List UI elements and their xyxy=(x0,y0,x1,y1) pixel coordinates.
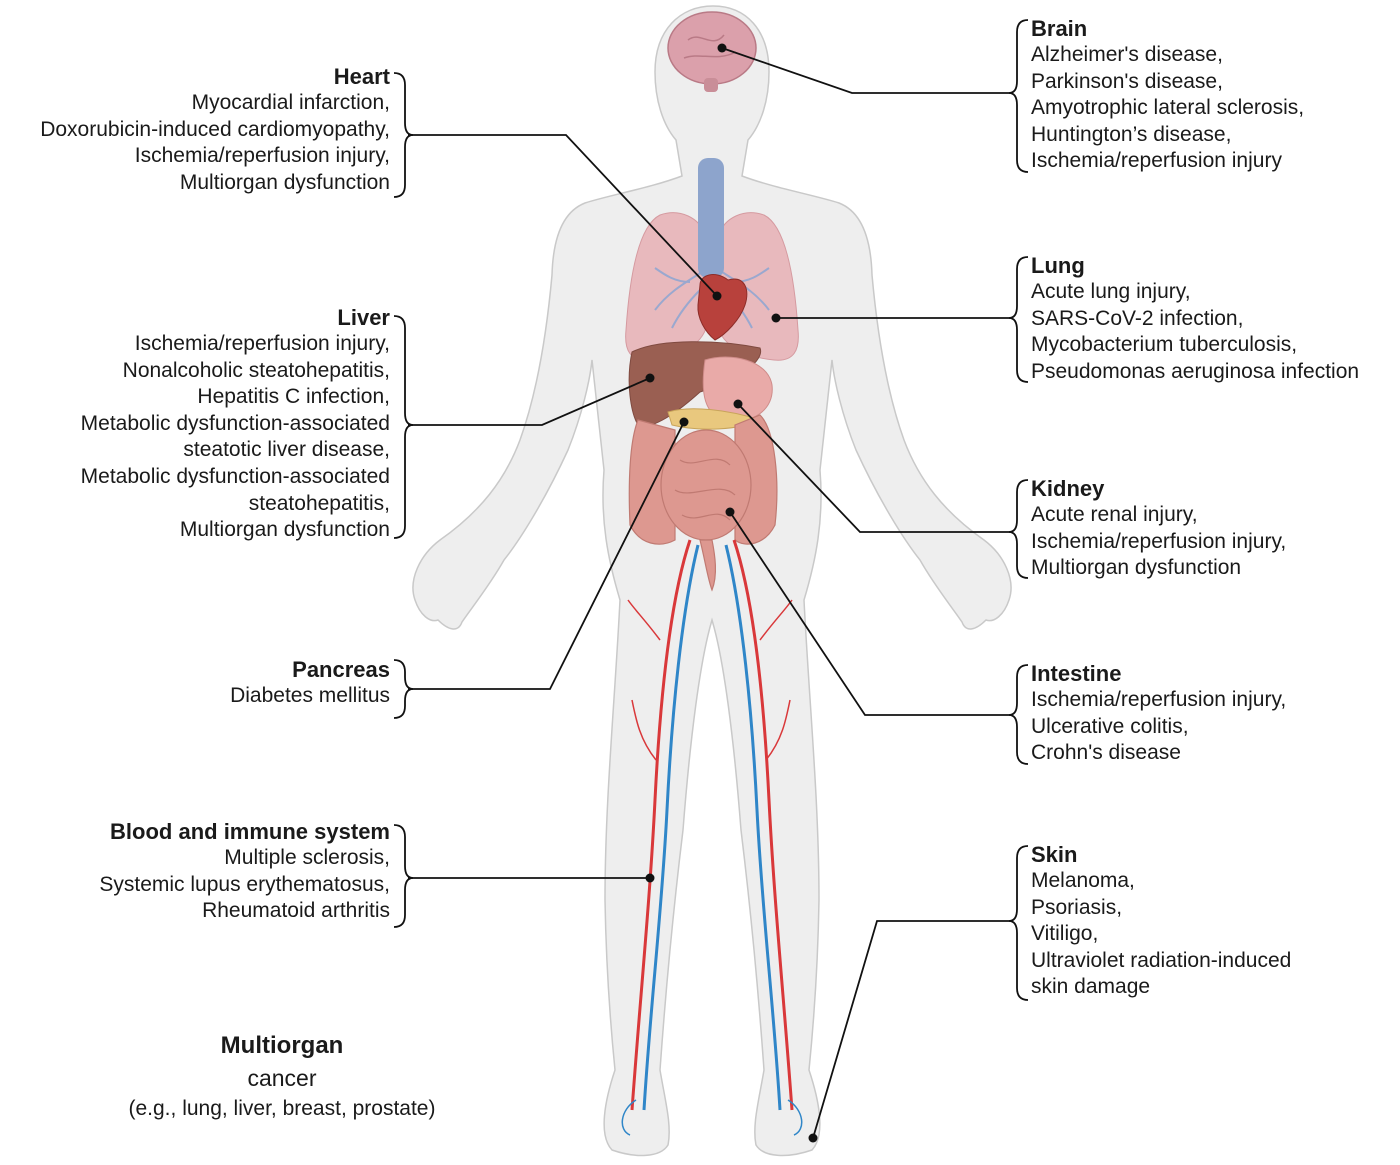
organ-title-liver: Liver xyxy=(337,305,390,330)
heart xyxy=(697,274,748,341)
organ-label-intestine: Intestine Ischemia/reperfusion injury, U… xyxy=(1031,661,1286,767)
organ-title-kidney: Kidney xyxy=(1031,476,1105,501)
brace-brain xyxy=(1008,19,1029,173)
disease-item: Ischemia/reperfusion injury, xyxy=(1031,688,1287,711)
disease-item: Vitiligo, xyxy=(1031,922,1099,946)
brace-skin xyxy=(1008,845,1029,1001)
disease-item: Acute lung injury, xyxy=(1031,280,1191,303)
organ-label-brain: Brain Alzheimer's disease, Parkinson's d… xyxy=(1031,16,1304,175)
disease-item: Pseudomonas aeruginosa infection xyxy=(1031,359,1360,383)
disease-item: Hepatitis C infection, xyxy=(197,385,390,409)
disease-item: Ischemia/reperfusion injury xyxy=(1031,149,1282,173)
disease-item: Alzheimer's disease, xyxy=(1031,43,1223,66)
organ-title-pancreas: Pancreas xyxy=(292,657,390,682)
organ-label-liver: Liver Ischemia/reperfusion injury, Nonal… xyxy=(81,305,390,544)
brace-kidney xyxy=(1008,479,1029,579)
multiorgan-title: Multiorgan xyxy=(220,1032,344,1059)
leader-brain xyxy=(721,47,1013,94)
brace-lung xyxy=(1008,256,1029,383)
intestines xyxy=(628,414,778,592)
organ-title-skin: Skin xyxy=(1031,842,1078,867)
organ-label-lung: Lung Acute lung injury, SARS-CoV-2 infec… xyxy=(1031,253,1359,385)
brace-liver xyxy=(393,315,414,539)
disease-item: Multiorgan dysfunction xyxy=(179,170,390,194)
disease-item: steatohepatitis, xyxy=(248,491,390,515)
disease-item: Diabetes mellitus xyxy=(230,684,390,707)
disease-item: Systemic lupus erythematosus, xyxy=(99,872,390,896)
disease-item: Acute renal injury, xyxy=(1031,503,1198,526)
disease-item: Multiorgan dysfunction xyxy=(179,518,390,542)
disease-item: Myocardial infarction, xyxy=(191,91,390,114)
disease-item: Ischemia/reperfusion injury, xyxy=(134,144,390,168)
brace-intestine xyxy=(1008,664,1029,765)
disease-item: Multiple sclerosis, xyxy=(224,846,390,869)
organ-title-heart: Heart xyxy=(333,64,390,89)
disease-item: Amyotrophic lateral sclerosis, xyxy=(1031,96,1305,120)
lungs xyxy=(625,212,799,361)
multiorgan-disease: cancer xyxy=(247,1065,317,1091)
disease-item: steatotic liver disease, xyxy=(183,438,390,462)
disease-item: skin damage xyxy=(1031,975,1151,999)
leader-liver xyxy=(408,377,651,426)
disease-item: Ulcerative colitis, xyxy=(1031,714,1189,738)
brain xyxy=(667,11,757,92)
organ-label-kidney: Kidney Acute renal injury, Ischemia/repe… xyxy=(1031,476,1286,582)
leader-skin xyxy=(812,920,1013,1139)
leader-dots xyxy=(645,43,818,1143)
trachea xyxy=(698,158,724,278)
disease-item: Parkinson's disease, xyxy=(1031,69,1223,93)
disease-item: SARS-CoV-2 infection, xyxy=(1031,306,1244,330)
disease-item: Multiorgan dysfunction xyxy=(1031,556,1242,580)
leader-pancreas xyxy=(408,421,685,690)
organ-title-lung: Lung xyxy=(1031,253,1085,278)
brace-pancreas xyxy=(393,659,414,719)
disease-item: Metabolic dysfunction-associated xyxy=(80,464,390,488)
disease-item: Metabolic dysfunction-associated xyxy=(80,411,390,435)
braces xyxy=(393,19,1029,1001)
disease-item: Psoriasis, xyxy=(1031,895,1123,919)
leader-intestine xyxy=(729,511,1013,716)
disease-item: Ischemia/reperfusion injury, xyxy=(1031,529,1287,553)
organ-title-blood: Blood and immune system xyxy=(110,819,390,844)
organ-title-intestine: Intestine xyxy=(1031,661,1122,686)
disease-item: Mycobacterium tuberculosis, xyxy=(1031,333,1298,357)
disease-item: Nonalcoholic steatohepatitis, xyxy=(122,358,390,382)
leader-kidney xyxy=(737,403,1013,533)
disease-item: Ischemia/reperfusion injury, xyxy=(134,332,390,355)
organ-label-blood: Blood and immune system Multiple scleros… xyxy=(99,819,390,925)
blood-vessels xyxy=(621,539,803,1136)
stomach xyxy=(702,356,773,422)
brace-heart xyxy=(393,72,414,198)
organ-title-brain: Brain xyxy=(1031,16,1088,41)
organ-label-heart: Heart Myocardial infarction, Doxorubicin… xyxy=(40,64,390,196)
leader-lines xyxy=(408,47,1013,1139)
leader-heart xyxy=(408,134,718,297)
disease-item: Huntington’s disease, xyxy=(1031,122,1232,146)
disease-item: Melanoma, xyxy=(1031,869,1135,892)
organ-label-pancreas: Pancreas Diabetes mellitus xyxy=(230,657,390,710)
organ-label-skin: Skin Melanoma, Psoriasis, Vitiligo, Ultr… xyxy=(1031,842,1291,1001)
disease-item: Doxorubicin-induced cardiomyopathy, xyxy=(40,117,390,141)
multiorgan-label: Multiorgan cancer (e.g., lung, liver, br… xyxy=(100,1030,464,1124)
brace-blood xyxy=(393,824,414,928)
disease-item: Crohn's disease xyxy=(1031,741,1181,765)
multiorgan-examples: (e.g., lung, liver, breast, prostate) xyxy=(128,1097,436,1120)
disease-item: Ultraviolet radiation-induced xyxy=(1031,948,1292,972)
disease-item: Rheumatoid arthritis xyxy=(202,899,390,923)
